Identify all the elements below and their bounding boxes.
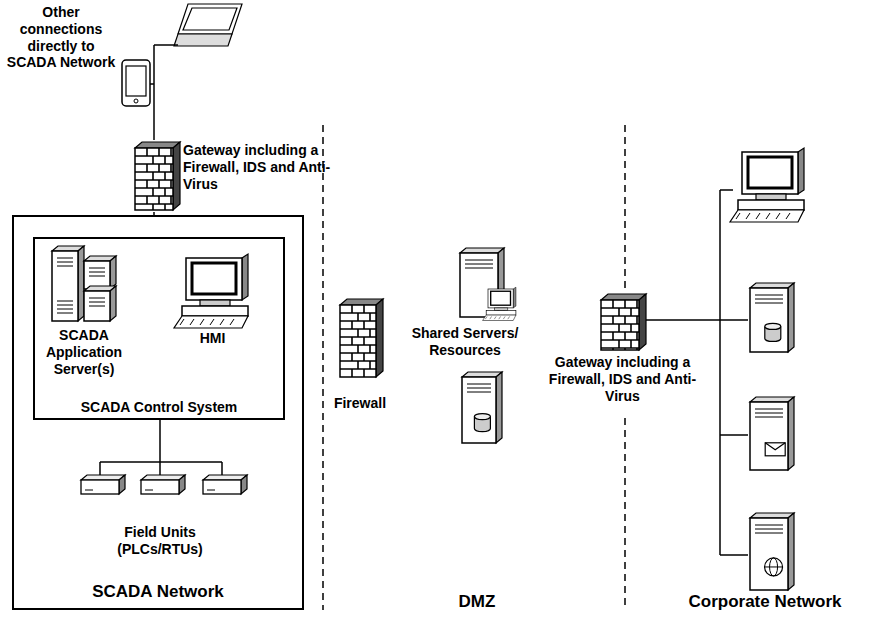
gateway-firewall: Gateway including a Firewall, IDS and An… [535,292,710,412]
node-label: HMI [172,330,253,347]
control-system-box: SCADA Control System SCADA Application Se… [33,237,285,420]
remote-devices: Other connections directly to SCADA Netw… [2,0,247,112]
application-server: SCADA Application Server(s) [34,243,134,383]
zone-label: DMZ [377,592,577,612]
gateway-firewall: Gateway including a Firewall, IDS and An… [130,140,350,212]
network-link [159,420,161,462]
node-label: SCADA Network [16,582,300,602]
node-label: Gateway including a Firewall, IDS and An… [183,142,343,192]
zone-label: Corporate Network [665,592,865,612]
node-label: Other connections directly to SCADA Netw… [2,4,120,71]
hmi-workstation: HMI [170,250,255,355]
node-label: SCADA Application Server(s) [36,327,132,377]
node-label: Field Units (PLCs/RTUs) [105,524,215,558]
shared-servers: Shared Servers/ Resources [400,245,530,450]
node-label: Firewall [327,395,393,412]
node-label: Gateway including a Firewall, IDS and An… [537,354,708,404]
firewall: Firewall [325,295,395,420]
node-label: SCADA Control System [37,399,281,416]
network-link [153,112,155,140]
field-units: Field Units (PLCs/RTUs) [60,462,260,562]
network-zone: SCADA Network SCADA Control System SCADA A… [12,215,304,610]
node-label: Shared Servers/ Resources [402,325,528,359]
